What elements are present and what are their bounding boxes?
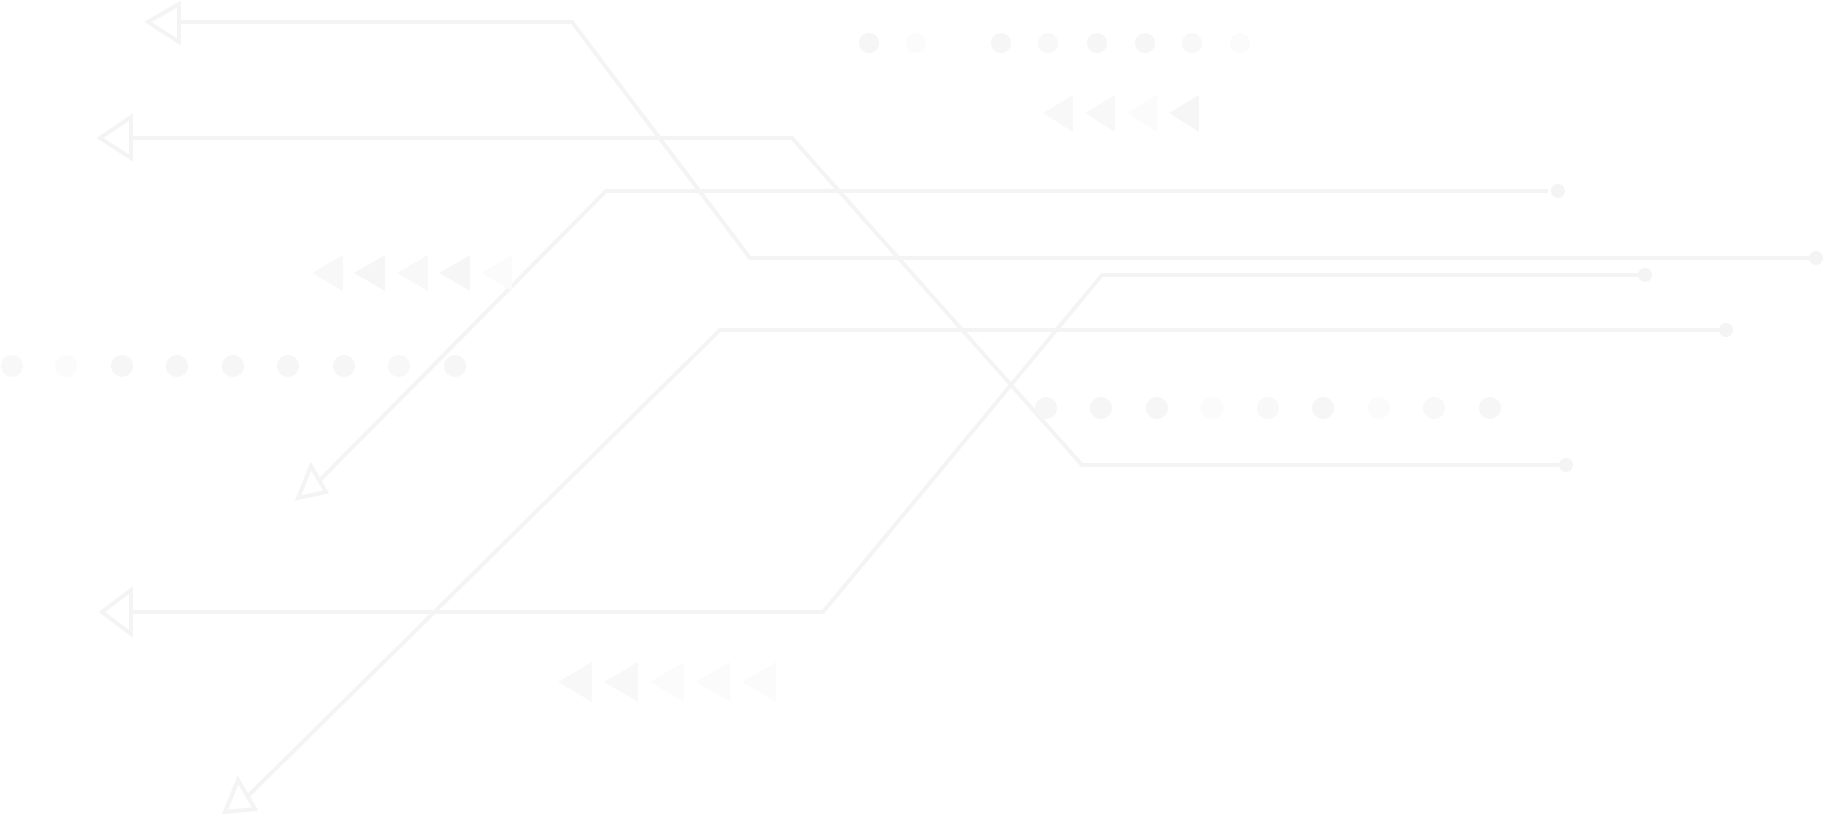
hollow-arrowheads bbox=[96, 0, 330, 814]
solid-triangle-icon bbox=[397, 255, 428, 291]
dot-row-right bbox=[1035, 397, 1501, 419]
dot-icon bbox=[1201, 397, 1223, 419]
dot-icon bbox=[1090, 397, 1112, 419]
dot-icon bbox=[1312, 397, 1334, 419]
dot-icon bbox=[859, 33, 879, 53]
triangle-row-top-right bbox=[1043, 95, 1199, 132]
triangle-row-left bbox=[312, 255, 512, 291]
dot-icon bbox=[906, 33, 926, 53]
dot-icon bbox=[991, 33, 1011, 53]
dot-icon bbox=[1368, 397, 1390, 419]
end-node-icon bbox=[1551, 184, 1565, 198]
solid-triangle-icon bbox=[1043, 95, 1073, 132]
dot-icon bbox=[1479, 397, 1501, 419]
end-nodes bbox=[1551, 184, 1823, 472]
solid-triangle-icon bbox=[696, 662, 730, 702]
solid-triangle-icon bbox=[1127, 95, 1157, 132]
dot-icon bbox=[1, 355, 23, 377]
dot-row-top bbox=[859, 33, 1250, 53]
dot-icon bbox=[1146, 397, 1168, 419]
solid-triangle-icon bbox=[354, 255, 385, 291]
dot-icon bbox=[166, 355, 188, 377]
solid-triangle-icon bbox=[1169, 95, 1199, 132]
hollow-arrowhead-icon bbox=[96, 113, 133, 162]
dot-icon bbox=[333, 355, 355, 377]
solid-triangle-icon bbox=[604, 662, 638, 702]
dot-icon bbox=[55, 355, 77, 377]
solid-triangle-icon bbox=[742, 662, 776, 702]
end-node-icon bbox=[1809, 251, 1823, 265]
dot-icon bbox=[1230, 33, 1250, 53]
solid-triangle-icon bbox=[439, 255, 470, 291]
triangle-row-bottom bbox=[558, 662, 776, 702]
connector-line-2 bbox=[132, 136, 1562, 467]
dot-icon bbox=[222, 355, 244, 377]
solid-triangle-icon bbox=[481, 255, 512, 291]
dot-icon bbox=[1035, 397, 1057, 419]
end-node-icon bbox=[1638, 268, 1652, 282]
dot-icon bbox=[111, 355, 133, 377]
dot-row-left bbox=[1, 355, 466, 377]
hollow-arrowhead-icon bbox=[294, 461, 330, 501]
dot-icon bbox=[1038, 33, 1058, 53]
connector-lines bbox=[132, 20, 1818, 800]
dot-icon bbox=[277, 355, 299, 377]
dot-icon bbox=[1182, 33, 1202, 53]
dot-icon bbox=[388, 355, 410, 377]
solid-triangle-icon bbox=[1085, 95, 1115, 132]
solid-triangle-icon bbox=[650, 662, 684, 702]
dot-icon bbox=[444, 355, 466, 377]
dot-icon bbox=[1257, 397, 1279, 419]
connector-line-5 bbox=[132, 273, 1638, 614]
connector-line-4 bbox=[244, 328, 1720, 800]
dot-icon bbox=[1423, 397, 1445, 419]
hollow-arrowhead-icon bbox=[144, 0, 181, 46]
hollow-arrowhead-icon bbox=[98, 585, 133, 639]
solid-triangle-icon bbox=[558, 662, 592, 702]
solid-triangle-icon bbox=[312, 255, 343, 291]
dot-icon bbox=[1087, 33, 1107, 53]
end-node-icon bbox=[1719, 323, 1733, 337]
connector-line-3 bbox=[316, 189, 1548, 484]
end-node-icon bbox=[1559, 458, 1573, 472]
dot-icon bbox=[1135, 33, 1155, 53]
hollow-arrowhead-icon bbox=[222, 775, 259, 814]
